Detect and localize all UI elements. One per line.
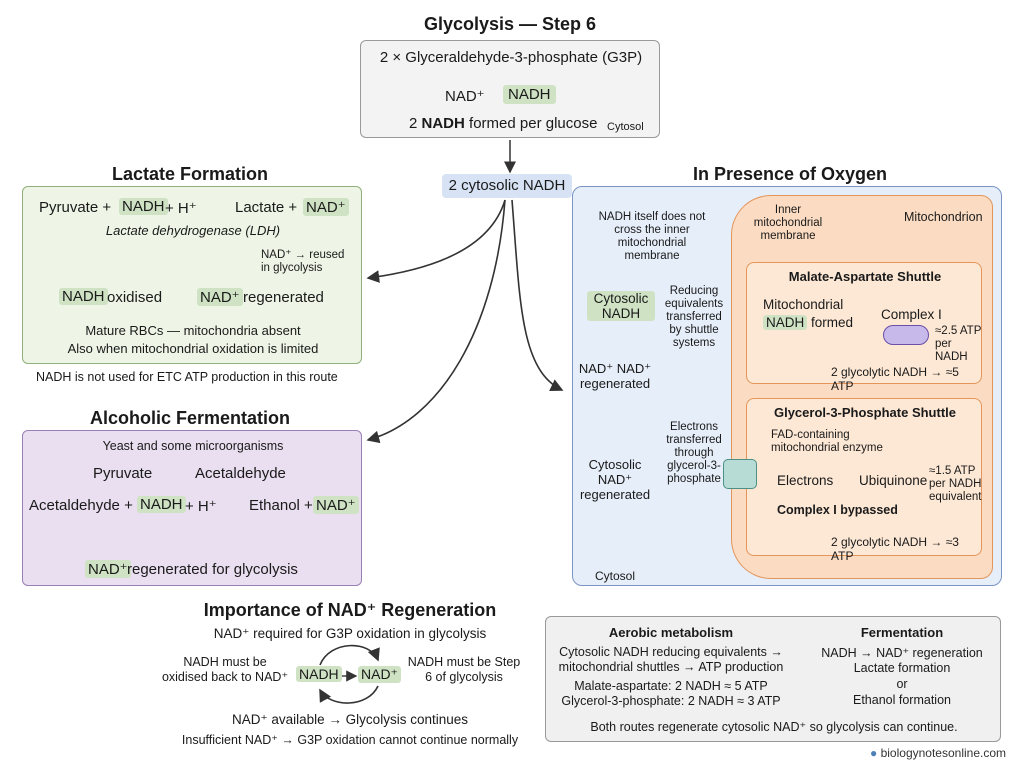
alcohol-eq-h: + H⁺ [185, 498, 217, 515]
reducing-equivalents: Reducing equivalents transferred by shut… [664, 285, 724, 349]
formed-count: 2 [409, 115, 422, 132]
malate-atp: ≈2.5 ATP per NADH [935, 325, 982, 363]
mito-formed: formed [811, 315, 854, 330]
globe-icon: ● [870, 746, 878, 760]
arrow-to-lactate [366, 199, 506, 283]
ferm-1: NADH → NAD⁺ regeneration [821, 646, 983, 660]
ubiquinone-label: Ubiquinone [859, 473, 928, 488]
g3p-atp: ≈1.5 ATP per NADH equivalent [929, 465, 982, 503]
glycolysis-box: 2 × Glyceraldehyde-3-phosphate (G3P) NAD… [360, 40, 660, 138]
cytosolic-nadh-box: Cytosolic NADH [587, 291, 655, 321]
oxygen-box: Mitochondrion Inner mitochondrial membra… [572, 186, 1002, 586]
rbc-note: Mature RBCs — mitochondria absent [85, 323, 301, 338]
arrow-to-alcohol [366, 199, 506, 444]
malate-total: 2 glycolytic NADH → ≈5 ATP [831, 365, 959, 393]
alcohol-title: Alcoholic Fermentation [89, 408, 291, 428]
lactate-footer: NADH is not used for ETC ATP production … [36, 370, 338, 384]
formed-line: 2 NADH formed per glucose [409, 115, 597, 132]
regenerated-text: regenerated [243, 289, 324, 306]
credit[interactable]: ● biologynotesonline.com [870, 746, 1006, 760]
alcohol-eq-acet: Acetaldehyde + [29, 497, 133, 514]
lactate-eq-lactate: Lactate + [235, 199, 298, 216]
complex-i-shape [883, 325, 929, 345]
credit-text: biologynotesonline.com [880, 746, 1007, 760]
alcohol-pyruvate: Pyruvate [93, 465, 153, 482]
mito-nadh-2: NADH [763, 315, 808, 330]
lactate-eq-nad: NAD⁺ [303, 198, 349, 216]
lactate-title: Lactate Formation [111, 164, 269, 184]
fad-enzyme: FAD-containing mitochondrial enzyme [771, 429, 883, 454]
importance-right: NADH must be Step 6 of glycolysis [407, 655, 521, 684]
reuse-note: NAD⁺ → reused in glycolysis [261, 249, 345, 274]
cytosolic-nadh-label: 2 cytosolic NADH [442, 174, 572, 198]
importance-title: Importance of NAD⁺ Regeneration [203, 600, 497, 620]
aerobic-3: Malate-aspartate: 2 NADH ≈ 5 ATP [574, 679, 768, 693]
alcohol-regen-text: regenerated for glycolysis [127, 561, 298, 578]
malate-title: Malate-Aspartate Shuttle [788, 269, 942, 284]
ferm-2: Lactate formation [853, 661, 951, 675]
complex-bypass: Complex I bypassed [777, 503, 898, 517]
complex-i: Complex I [881, 307, 942, 322]
importance-nad: NAD⁺ [358, 666, 401, 683]
cytosolic-nad: Cytosolic NAD⁺ regenerated [579, 457, 651, 502]
importance-line1: NAD⁺ required for G3P oxidation in glyco… [213, 626, 487, 641]
alcohol-box: Yeast and some microorganisms Pyruvate A… [22, 430, 362, 586]
glycolysis-title: Glycolysis — Step 6 [423, 14, 597, 34]
oxidised-text: oxidised [107, 289, 163, 306]
importance-line3: Insufficient NAD⁺ → G3P oxidation cannot… [181, 733, 519, 747]
malate-shuttle-box: Malate-Aspartate Shuttle Mitochondrial N… [746, 262, 982, 393]
mito-label: Mitochondrion [904, 210, 983, 224]
alcohol-eq-nadh: NADH [137, 496, 186, 513]
not-cross-note: NADH itself does not cross the inner mit… [598, 211, 706, 262]
lactate-eq-h: + H⁺ [165, 200, 197, 217]
mito-nadh-1: Mitochondrial [763, 297, 844, 312]
nad-label: NAD⁺ [445, 88, 485, 105]
regenerated-nad: NAD⁺ [197, 288, 243, 306]
inner-membrane-label: Inner mitochondrial membrane [753, 204, 823, 242]
g3p-label: 2 × Glyceraldehyde-3-phosphate (G3P) [379, 49, 643, 66]
g3p-shuttle-box: Glycerol-3-Phosphate Shuttle FAD-contain… [746, 398, 982, 563]
ferm-3: or [896, 677, 908, 691]
importance-line2: NAD⁺ available → Glycolysis continues [232, 712, 468, 727]
lactate-box: Pyruvate + NADH + H⁺ Lactate + NAD⁺ Lact… [22, 186, 362, 364]
limited-note: Also when mitochondrial oxidation is lim… [67, 341, 319, 356]
formed-nadh: NADH [421, 115, 465, 132]
alcohol-eq-nad: NAD⁺ [313, 496, 359, 514]
fad-enzyme-shape [723, 459, 757, 489]
arrow-to-oxygen [511, 199, 564, 391]
lactate-eq-nadh: NADH [119, 198, 168, 215]
alcohol-eq-ethanol: Ethanol + [249, 497, 313, 514]
electrons-transferred: Electrons transferred through glycerol-3… [666, 421, 722, 485]
lactate-eq-pyruvate: Pyruvate + [39, 199, 112, 216]
formed-text: formed per glucose [464, 115, 598, 132]
aerobic-title: Aerobic metabolism [608, 625, 734, 640]
g3p-total: 2 glycolytic NADH → ≈3 ATP [831, 535, 959, 563]
aerobic-4: Glycerol-3-phosphate: 2 NADH ≈ 3 ATP [561, 694, 781, 708]
alcohol-subtitle: Yeast and some microorganisms [102, 439, 284, 453]
summary-box: Aerobic metabolism Cytosolic NADH reduci… [545, 616, 1001, 742]
oxygen-cytosol: Cytosol [595, 569, 636, 583]
importance-nadh: NADH [296, 666, 342, 682]
ferm-title: Fermentation [860, 625, 944, 640]
nadh-label: NADH [503, 85, 556, 104]
mitochondrion: Mitochondrion Inner mitochondrial membra… [731, 195, 993, 579]
importance-left: NADH must be oxidised back to NAD⁺ [161, 655, 289, 684]
nad-regenerated: NAD⁺ NAD⁺ regenerated [578, 361, 652, 391]
aerobic-2: mitochondrial shuttles → ATP production [558, 660, 784, 674]
ferm-4: Ethanol formation [853, 693, 951, 707]
electrons-label: Electrons [777, 473, 834, 488]
aerobic-1: Cytosolic NADH reducing equivalents → [559, 645, 783, 659]
ldh-enzyme: Lactate dehydrogenase (LDH) [105, 223, 281, 238]
summary-bottom: Both routes regenerate cytosolic NAD⁺ so… [590, 720, 958, 734]
alcohol-regen-nad: NAD⁺ [85, 560, 131, 578]
oxidised-nadh: NADH [59, 288, 108, 305]
g3p-title: Glycerol-3-Phosphate Shuttle [773, 405, 957, 420]
oxygen-title: In Presence of Oxygen [692, 164, 888, 184]
alcohol-acetaldehyde: Acetaldehyde [195, 465, 286, 482]
cytosol-label: Cytosol [607, 121, 644, 133]
